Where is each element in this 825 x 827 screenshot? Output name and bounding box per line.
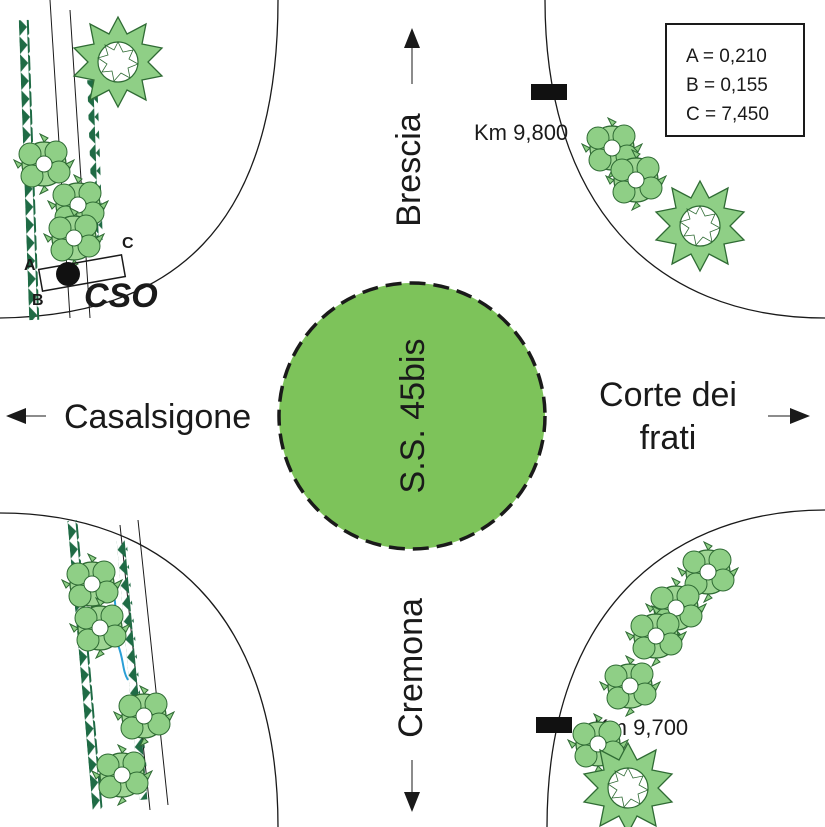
km-north-label: Km 9,800 <box>474 120 568 145</box>
curb-bottom-left <box>0 512 279 827</box>
direction-west-label: Casalsigone <box>64 398 251 436</box>
curb-bottom-right <box>546 509 825 827</box>
cso-corner-b: B <box>32 292 44 309</box>
tree-icon <box>113 685 175 747</box>
legend-a: A = 0,210 <box>686 46 767 67</box>
cso-corner-a: A <box>24 257 36 274</box>
direction-north-label: Brescia <box>390 113 428 226</box>
legend-c: C = 7,450 <box>686 104 769 125</box>
roundabout <box>277 281 547 551</box>
cso-corner-c: C <box>122 235 134 252</box>
km-marker-icon <box>536 717 572 733</box>
tree-icon <box>655 180 745 272</box>
cso-label: CSO <box>84 277 158 315</box>
arrow-down-icon <box>404 760 420 812</box>
legend-box: A = 0,210 B = 0,155 C = 7,450 <box>665 23 805 137</box>
tree-icon <box>73 16 163 108</box>
tree-icon <box>599 655 661 717</box>
arrow-right-icon <box>768 408 810 424</box>
cso-structure: A B C CSO <box>24 235 158 315</box>
legend-b: B = 0,155 <box>686 75 768 96</box>
curb-top-left <box>0 0 279 319</box>
curb-top-right <box>544 0 825 319</box>
direction-east-label-2: frati <box>640 419 697 457</box>
arrow-up-icon <box>404 28 420 84</box>
direction-south-label: Cremona <box>392 598 430 738</box>
arrow-left-icon <box>6 408 46 424</box>
cso-point-icon <box>56 262 80 286</box>
direction-east-label-1: Corte dei <box>599 376 737 414</box>
km-marker-icon <box>531 84 567 100</box>
road-name: S.S. 45bis <box>394 339 432 494</box>
